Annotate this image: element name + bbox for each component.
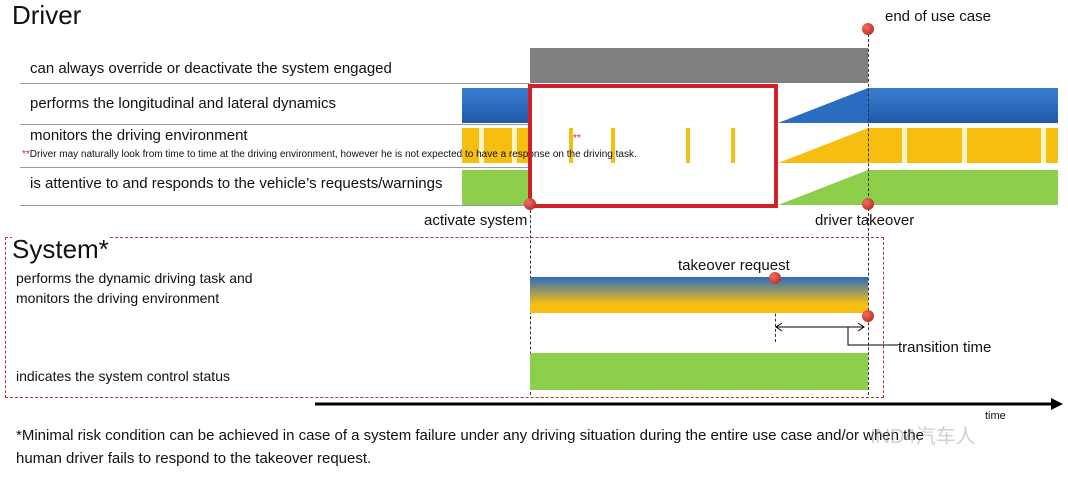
takeover-guide <box>868 29 869 395</box>
driver-dynamics-bar-resumed <box>868 88 1058 123</box>
driver-dynamics-bar <box>462 88 530 123</box>
transition-end-dot <box>862 310 874 322</box>
row-divider <box>20 167 530 168</box>
driver-disengaged-highlight <box>528 84 778 208</box>
transition-arrow <box>775 322 898 346</box>
glance-mark <box>611 128 615 163</box>
driver-row-monitor: monitors the driving environment <box>30 127 248 144</box>
footnote-line-1: *Minimal risk condition can be achieved … <box>16 427 925 444</box>
time-axis-arrow <box>315 398 1063 410</box>
takeover-request-label: takeover request <box>678 257 790 274</box>
system-title: System* <box>12 234 109 265</box>
row-divider <box>20 83 530 84</box>
driver-attentive-bar <box>462 170 530 205</box>
driver-monitor-bar-resumed <box>868 128 1058 163</box>
driver-row-override: can always override or deactivate the sy… <box>30 60 392 77</box>
driver-note: **Driver may naturally look from time to… <box>22 149 637 160</box>
glance-mark <box>569 128 573 163</box>
system-box <box>5 237 884 398</box>
system-row-status: indicates the system control status <box>16 368 230 384</box>
driver-row-attentive: is attentive to and responds to the vehi… <box>30 175 443 192</box>
watermark: IND4汽车人 <box>870 426 976 448</box>
driver-attentive-bar-resumed <box>868 170 1058 205</box>
driver-title: Driver <box>12 0 82 30</box>
note-mark: ** <box>22 149 30 160</box>
time-axis-label: time <box>985 410 1006 422</box>
activate-system-label: activate system <box>424 212 528 229</box>
system-ddt-bar <box>530 277 868 313</box>
activate-dot <box>524 198 536 210</box>
row-divider <box>20 205 530 206</box>
driver-row-dynamics: performs the longitudinal and lateral dy… <box>30 95 336 112</box>
transition-ramps <box>778 88 868 205</box>
transition-time-label: transition time <box>898 339 992 356</box>
system-status-bar <box>530 353 868 390</box>
override-bar <box>530 48 868 83</box>
takeover-dot <box>862 198 874 210</box>
request-dot <box>769 272 781 284</box>
driver-monitor-bar <box>462 128 530 163</box>
glance-mark <box>686 128 690 163</box>
glance-mark <box>731 128 735 163</box>
end-of-use-case-label: end of use case <box>885 8 991 25</box>
system-row-ddt: performs the dynamic driving task and <box>16 270 253 286</box>
end-dot <box>862 23 874 35</box>
box-note-mark: ** <box>573 133 581 144</box>
driver-takeover-label: driver takeover <box>815 212 915 229</box>
note-text: Driver may naturally look from time to t… <box>29 149 637 160</box>
row-divider <box>20 124 530 125</box>
system-row-ddt-2: monitors the driving environment <box>16 290 220 306</box>
footnote-line-2: human driver fails to respond to the tak… <box>16 450 372 467</box>
